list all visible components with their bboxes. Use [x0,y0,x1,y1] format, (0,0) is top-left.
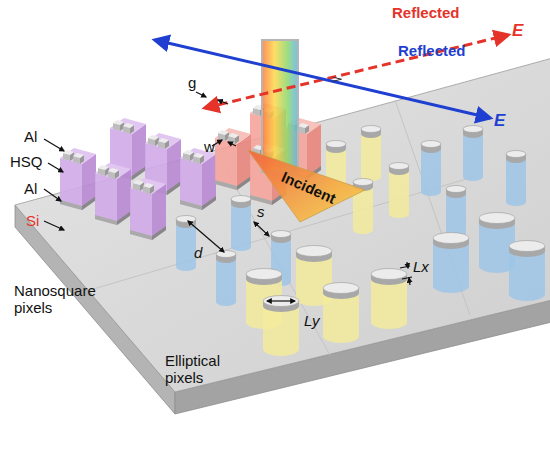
region-label: Nanosquare pixels [14,282,104,316]
dimension-label: d [194,244,202,261]
elliptical-pillar [509,241,545,302]
length-arrow [267,300,295,301]
layer-label: Si [26,212,39,229]
nanodisk-pillars [176,126,526,307]
dimension-label: s [257,203,265,220]
spacing-arrow [254,222,269,236]
nanosquare-pillar [215,128,251,190]
beam-label: Reflected [392,4,460,21]
length-arrow [407,262,408,268]
incident-beam [248,150,365,222]
elliptical-pillar [433,233,469,294]
dimension-marks [188,92,412,301]
reflected-beam [262,40,298,172]
beam-label: Reflected [398,42,466,59]
nanodisk-pillar [421,141,441,197]
nanosquare-pillar [95,163,131,225]
beam-label: Incident [279,168,338,207]
e-field-arrow [155,40,490,118]
nanodisk-pillar [176,216,196,272]
field-symbol: E [512,22,523,39]
nanodisk-pillar [361,126,381,182]
layer-leaders [44,139,64,230]
region-label: Elliptical pixels [165,352,245,386]
length-tick [402,277,412,279]
nanodisk-pillar [216,251,236,307]
leader-arrow [48,163,63,172]
layer-label: HSQ [10,153,43,170]
leader-arrow [44,189,61,201]
width-arrow [228,142,236,146]
gap-arrow [218,100,228,104]
elliptical-pillar [323,283,359,344]
nanodisk-pillar [389,163,409,219]
dimension-label: Lx [413,258,429,275]
dimension-label: g [188,74,196,91]
right-angle-mark [333,77,342,81]
polarization-arrows [155,35,508,118]
layer-label: Al [24,180,37,197]
period-arrow [188,221,224,252]
elliptical-pillars [246,213,545,357]
field-symbol: E [494,112,505,129]
nanodisk-pillar [463,126,483,182]
length-arrow [409,278,410,285]
dimension-label: Ly [304,312,320,329]
elliptical-pillar [371,269,407,330]
leader-arrow [44,139,64,151]
elliptical-pillar [263,296,299,357]
layer-label: Al [24,128,37,145]
leader-arrow [44,221,64,230]
nanosquare-pillar [130,178,166,240]
e-field-arrow [205,35,508,108]
nanodisk-pillar [231,196,251,252]
nanosquare-pillar [180,148,216,210]
nanodisk-pillar [506,151,526,207]
nanosquare-pillar [60,148,96,210]
light-beams [248,40,365,222]
dimension-label: w [204,138,215,155]
gap-arrow [196,92,206,97]
